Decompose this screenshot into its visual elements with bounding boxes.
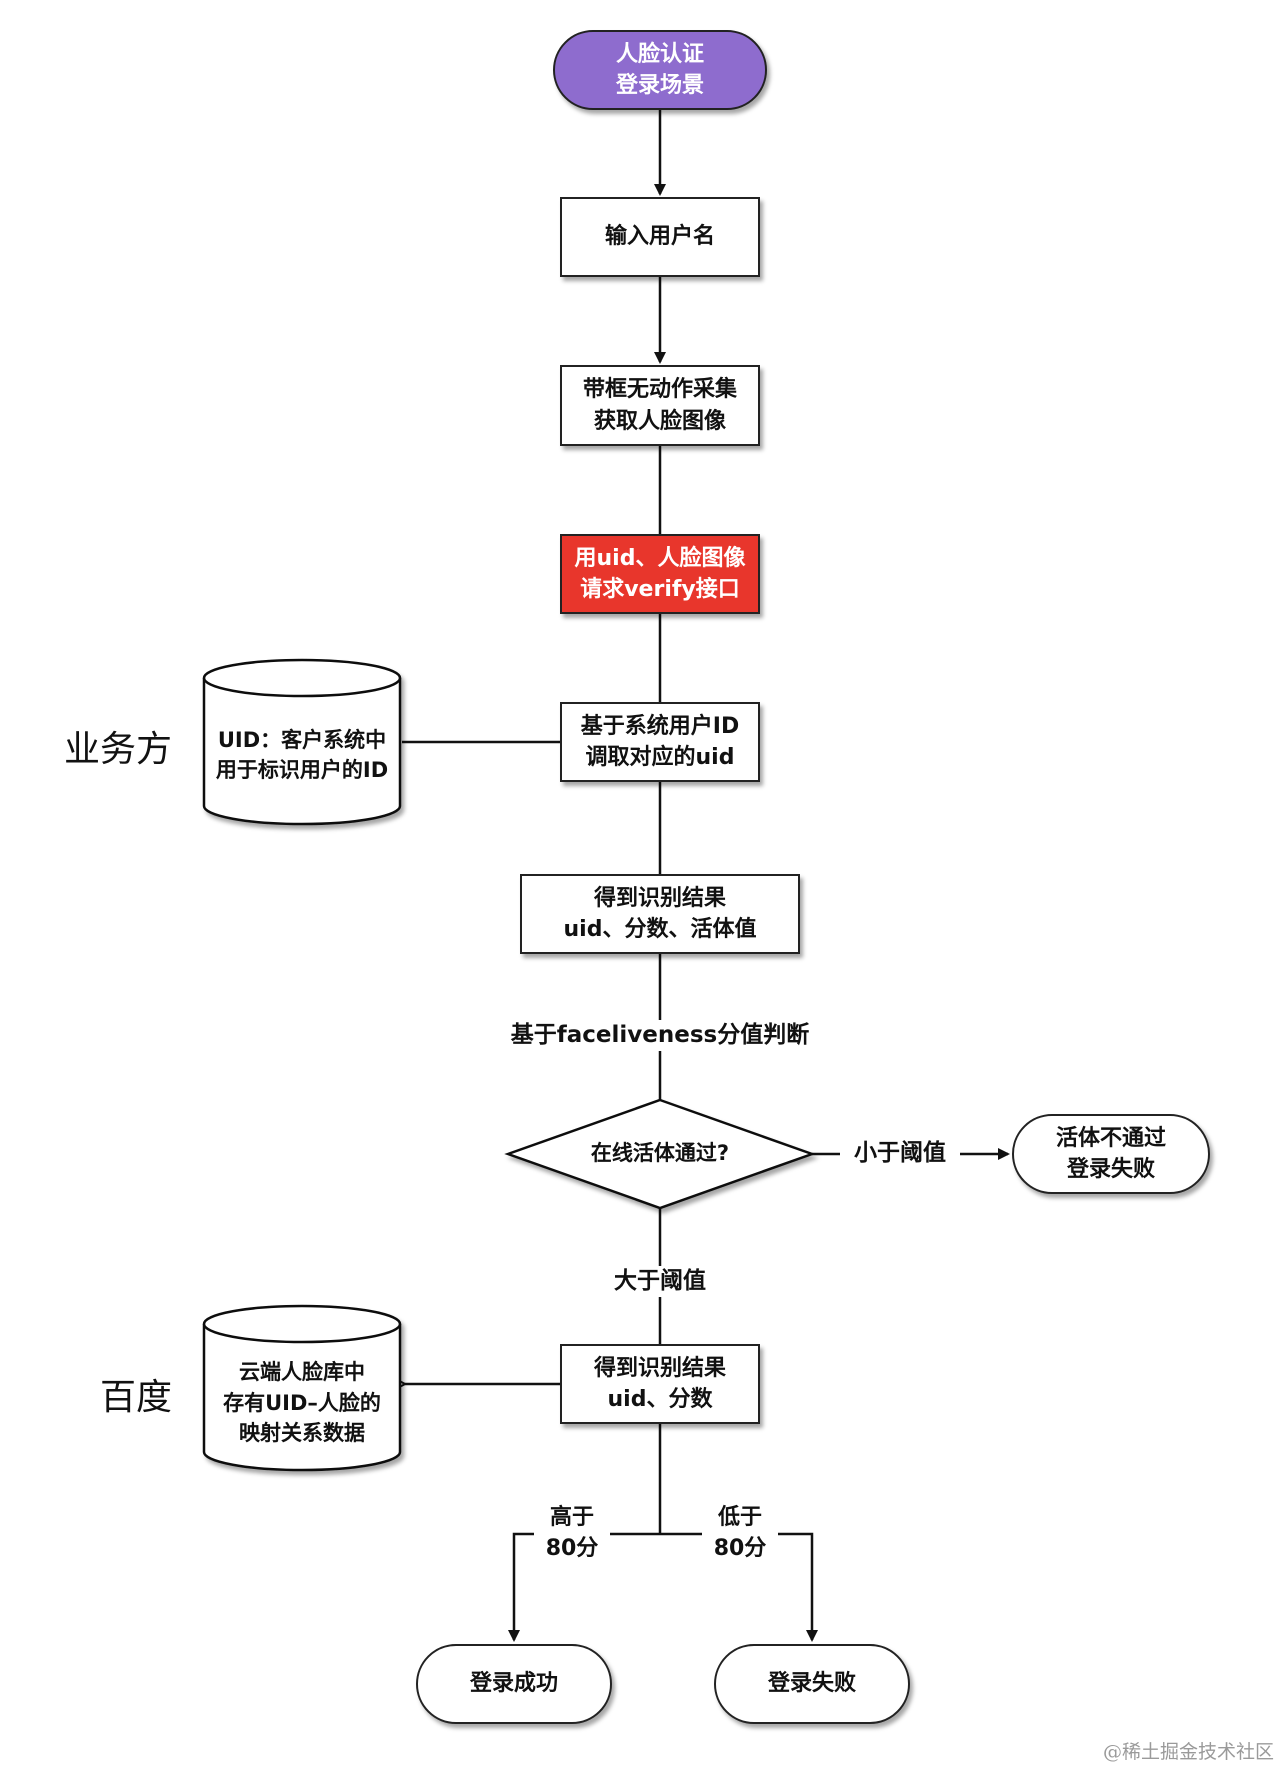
result1-line-2: uid、分数、活体值	[563, 917, 757, 942]
business-db-line-2: 用于标识用户的ID	[215, 758, 389, 782]
baidu-database	[202, 1304, 402, 1472]
above-80-line-1: 高于	[549, 1505, 594, 1531]
login-fail-label: 登录失败	[767, 1671, 856, 1697]
baidu-side-label: 百度	[100, 1377, 173, 1418]
liveness-fail-node: 活体不通过 登录失败	[1012, 1114, 1210, 1194]
lookup-uid-line-1: 基于系统用户ID	[580, 713, 740, 739]
result2-step: 得到识别结果 uid、分数	[560, 1344, 760, 1424]
liveness-fail-line-1: 活体不通过	[1055, 1125, 1166, 1151]
baidu-db-line-2: 存有UID–人脸的	[223, 1390, 381, 1415]
login-fail-node: 登录失败	[714, 1644, 910, 1724]
baidu-db-line-3: 映射关系数据	[239, 1421, 365, 1446]
result1-line-1: 得到识别结果	[593, 885, 726, 911]
business-database-text: UID：客户系统中 用于标识用户的ID	[206, 712, 398, 798]
edge-branch-success	[508, 1532, 660, 1642]
capture-step-line-1: 带框无动作采集	[582, 377, 737, 403]
login-success-node: 登录成功	[416, 1644, 612, 1724]
result1-step: 得到识别结果 uid、分数、活体值	[520, 874, 800, 954]
start-node: 人脸认证 登录场景	[553, 30, 767, 110]
input-username-step: 输入用户名	[560, 197, 760, 277]
above-80-label: 高于 80分	[534, 1502, 610, 1566]
start-node-line-2: 登录场景	[615, 73, 704, 98]
watermark: @稀土掘金技术社区	[1102, 1741, 1274, 1763]
lookup-uid-step: 基于系统用户ID 调取对应的uid	[560, 702, 760, 782]
liveness-judge-label: 基于faceliveness分值判断	[480, 1020, 840, 1052]
above-80-line-2: 80分	[545, 1536, 599, 1561]
start-node-line-1: 人脸认证	[615, 41, 704, 67]
business-database	[202, 658, 402, 826]
below-80-line-1: 低于	[717, 1505, 762, 1531]
liveness-decision-text: 在线活体通过?	[540, 1134, 780, 1174]
input-username-label: 输入用户名	[604, 224, 715, 250]
below-80-line-2: 80分	[713, 1536, 767, 1561]
baidu-database-text: 云端人脸库中 存有UID–人脸的 映射关系数据	[206, 1348, 398, 1458]
verify-request-step: 用uid、人脸图像 请求verify接口	[560, 534, 760, 614]
result2-line-1: 得到识别结果	[593, 1355, 726, 1381]
above-threshold-label: 大于阈值	[600, 1266, 720, 1298]
verify-request-line-2: 请求verify接口	[580, 577, 740, 602]
login-success-label: 登录成功	[469, 1671, 558, 1697]
liveness-decision-label: 在线活体通过?	[590, 1141, 730, 1166]
lookup-uid-line-2: 调取对应的uid	[585, 745, 735, 770]
below-threshold-label: 小于阈值	[846, 1138, 954, 1170]
business-db-line-1: UID：客户系统中	[217, 727, 387, 752]
baidu-db-line-1: 云端人脸库中	[239, 1360, 365, 1385]
verify-request-line-1: 用uid、人脸图像	[574, 545, 746, 571]
liveness-fail-line-2: 登录失败	[1066, 1157, 1155, 1182]
capture-step-line-2: 获取人脸图像	[593, 408, 726, 434]
business-side-label: 业务方	[64, 729, 173, 770]
result2-line-2: uid、分数	[607, 1387, 713, 1412]
liveness-decision-diamond	[504, 1098, 816, 1210]
below-80-label: 低于 80分	[702, 1502, 778, 1566]
capture-step: 带框无动作采集 获取人脸图像	[560, 365, 760, 446]
